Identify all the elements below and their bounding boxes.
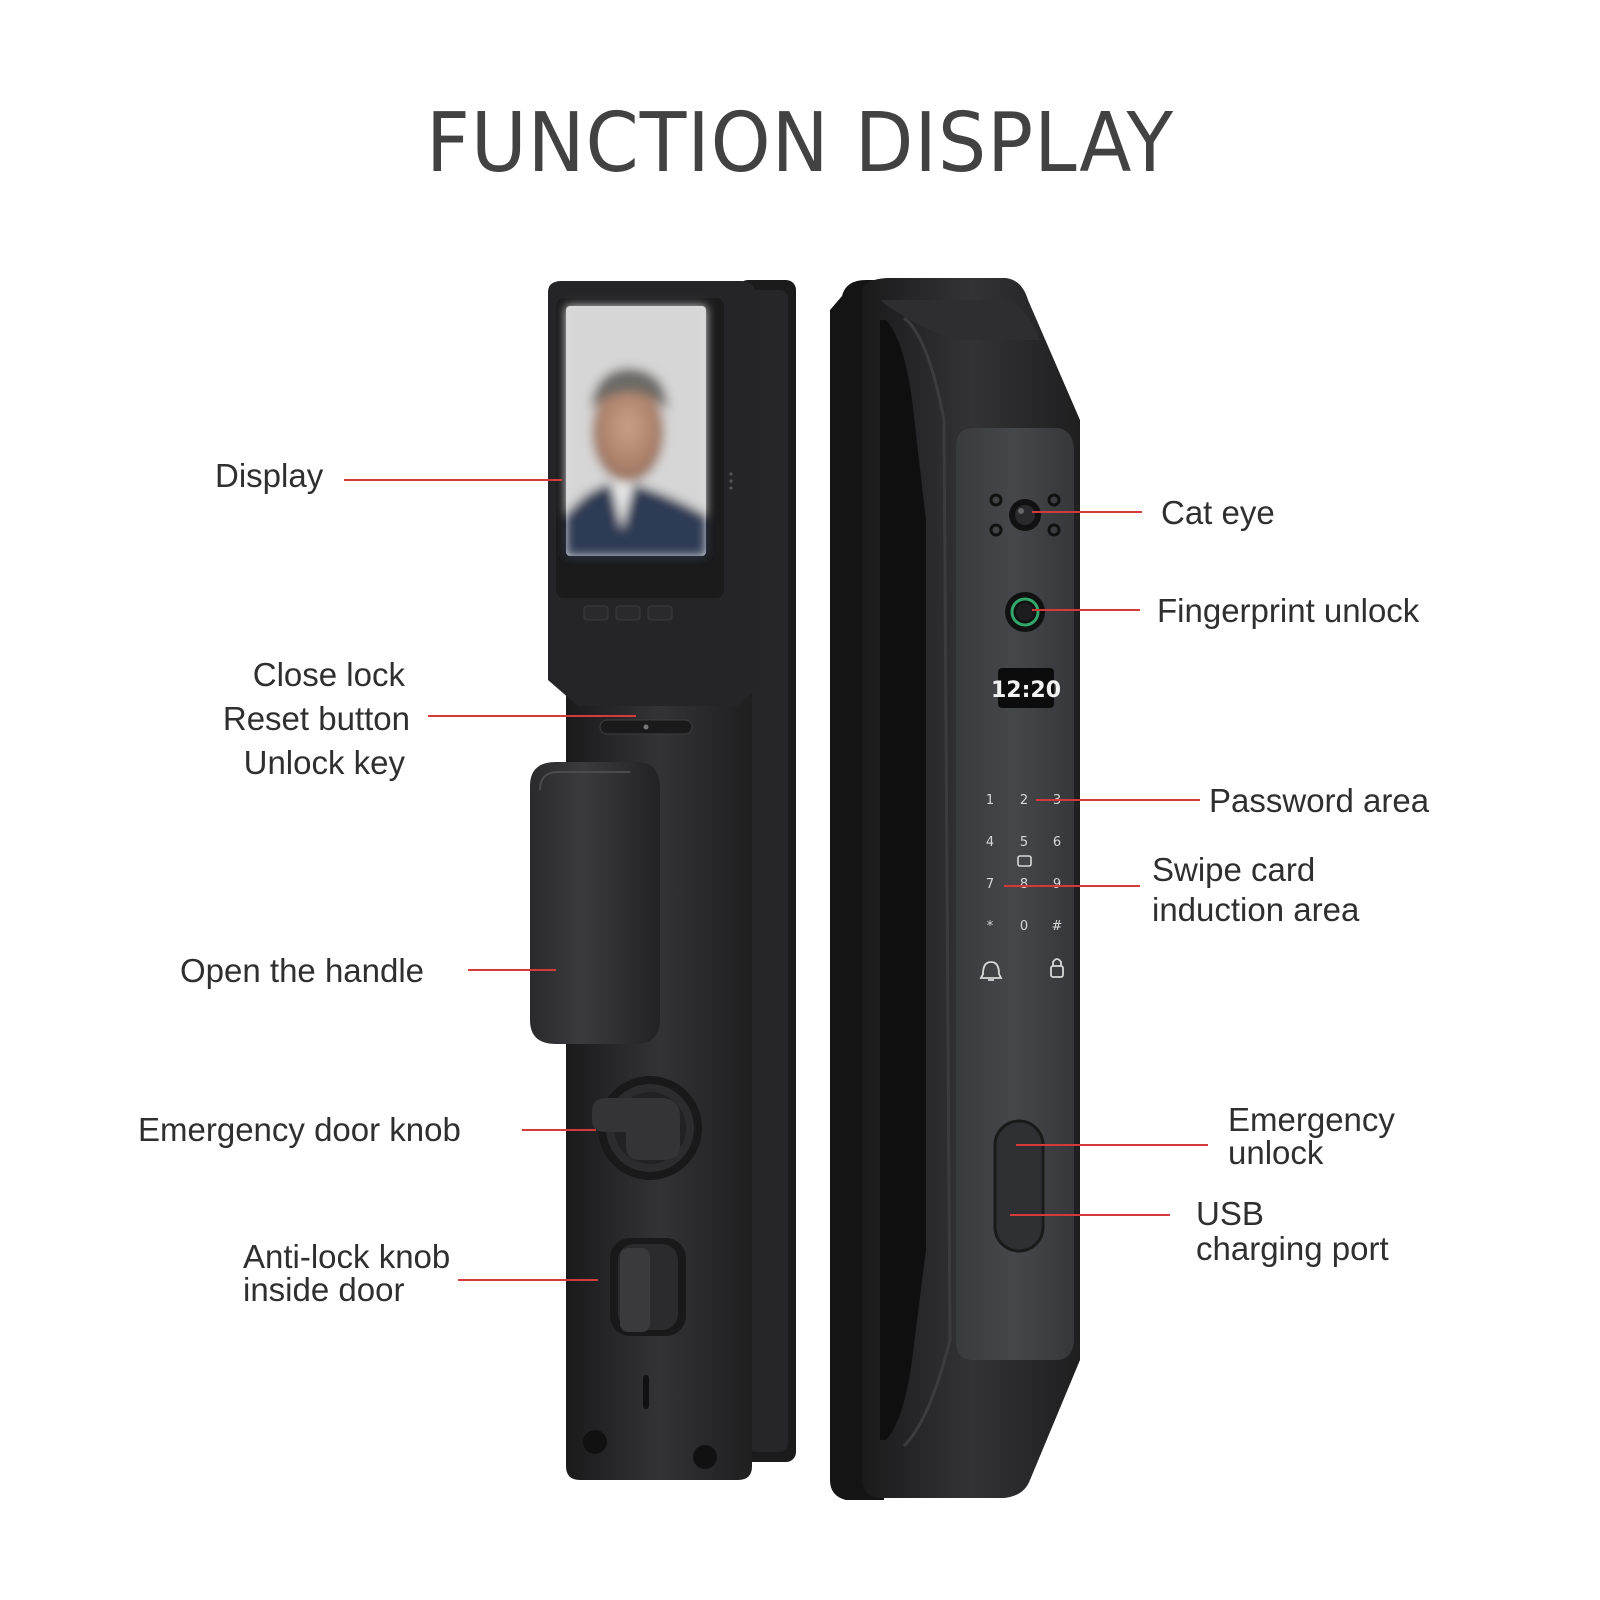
label-usb-line2: charging port [1196, 1230, 1389, 1267]
key-7: 7 [986, 877, 994, 892]
label-emergency-unlock-line1: Emergency [1228, 1101, 1395, 1138]
key-8: 8 [1020, 877, 1028, 892]
time-readout: 12:20 [991, 678, 1061, 703]
label-emergency-knob: Emergency door knob [138, 1111, 461, 1148]
reset-button-slot [599, 719, 693, 735]
display-buttons [583, 605, 673, 621]
card-icon [1017, 855, 1032, 867]
label-close-lock: Close lock [252, 656, 405, 693]
leader-lines [344, 479, 1208, 1281]
display-screen [566, 306, 706, 556]
label-swipe-card-line1: Swipe card [1152, 851, 1316, 888]
label-cat-eye: Cat eye [1161, 494, 1275, 531]
key-hash: # [1052, 919, 1063, 934]
key-9: 9 [1053, 877, 1061, 892]
label-display: Display [215, 457, 324, 494]
emergency-door-knob [592, 1076, 702, 1180]
fingerprint-sensor [1005, 592, 1045, 632]
lock-icon [1050, 958, 1064, 978]
label-anti-lock-line2: inside door [243, 1271, 405, 1308]
label-password-area: Password area [1209, 782, 1430, 819]
key-4: 4 [986, 835, 994, 850]
label-emergency-unlock-line2: unlock [1228, 1134, 1324, 1171]
label-anti-lock-line1: Anti-lock knob [243, 1238, 451, 1275]
page-title: FUNCTION DISPLAY [426, 96, 1174, 191]
label-reset-button: Reset button [222, 700, 410, 737]
cat-eye-camera [989, 493, 1061, 537]
label-swipe-card-line2: induction area [1152, 891, 1360, 928]
outer-lock-body [830, 278, 1080, 1500]
key-6: 6 [1053, 835, 1061, 850]
label-open-handle: Open the handle [180, 952, 425, 989]
label-unlock-key: Unlock key [243, 744, 405, 781]
key-2: 2 [1020, 793, 1028, 808]
inner-handle [530, 762, 660, 1044]
bell-icon [979, 961, 1003, 981]
key-star: * [987, 919, 994, 934]
key-5: 5 [1020, 835, 1028, 850]
key-1: 1 [986, 793, 994, 808]
time-screen: 12:20 [991, 668, 1061, 708]
emergency-unlock-cover [993, 1119, 1045, 1253]
label-fingerprint: Fingerprint unlock [1157, 592, 1420, 629]
label-usb-line1: USB [1196, 1195, 1264, 1232]
key-0: 0 [1020, 919, 1028, 934]
keypad: 1 2 3 4 5 6 7 8 9 * 0 # [986, 793, 1063, 934]
anti-lock-knob [610, 1238, 686, 1336]
